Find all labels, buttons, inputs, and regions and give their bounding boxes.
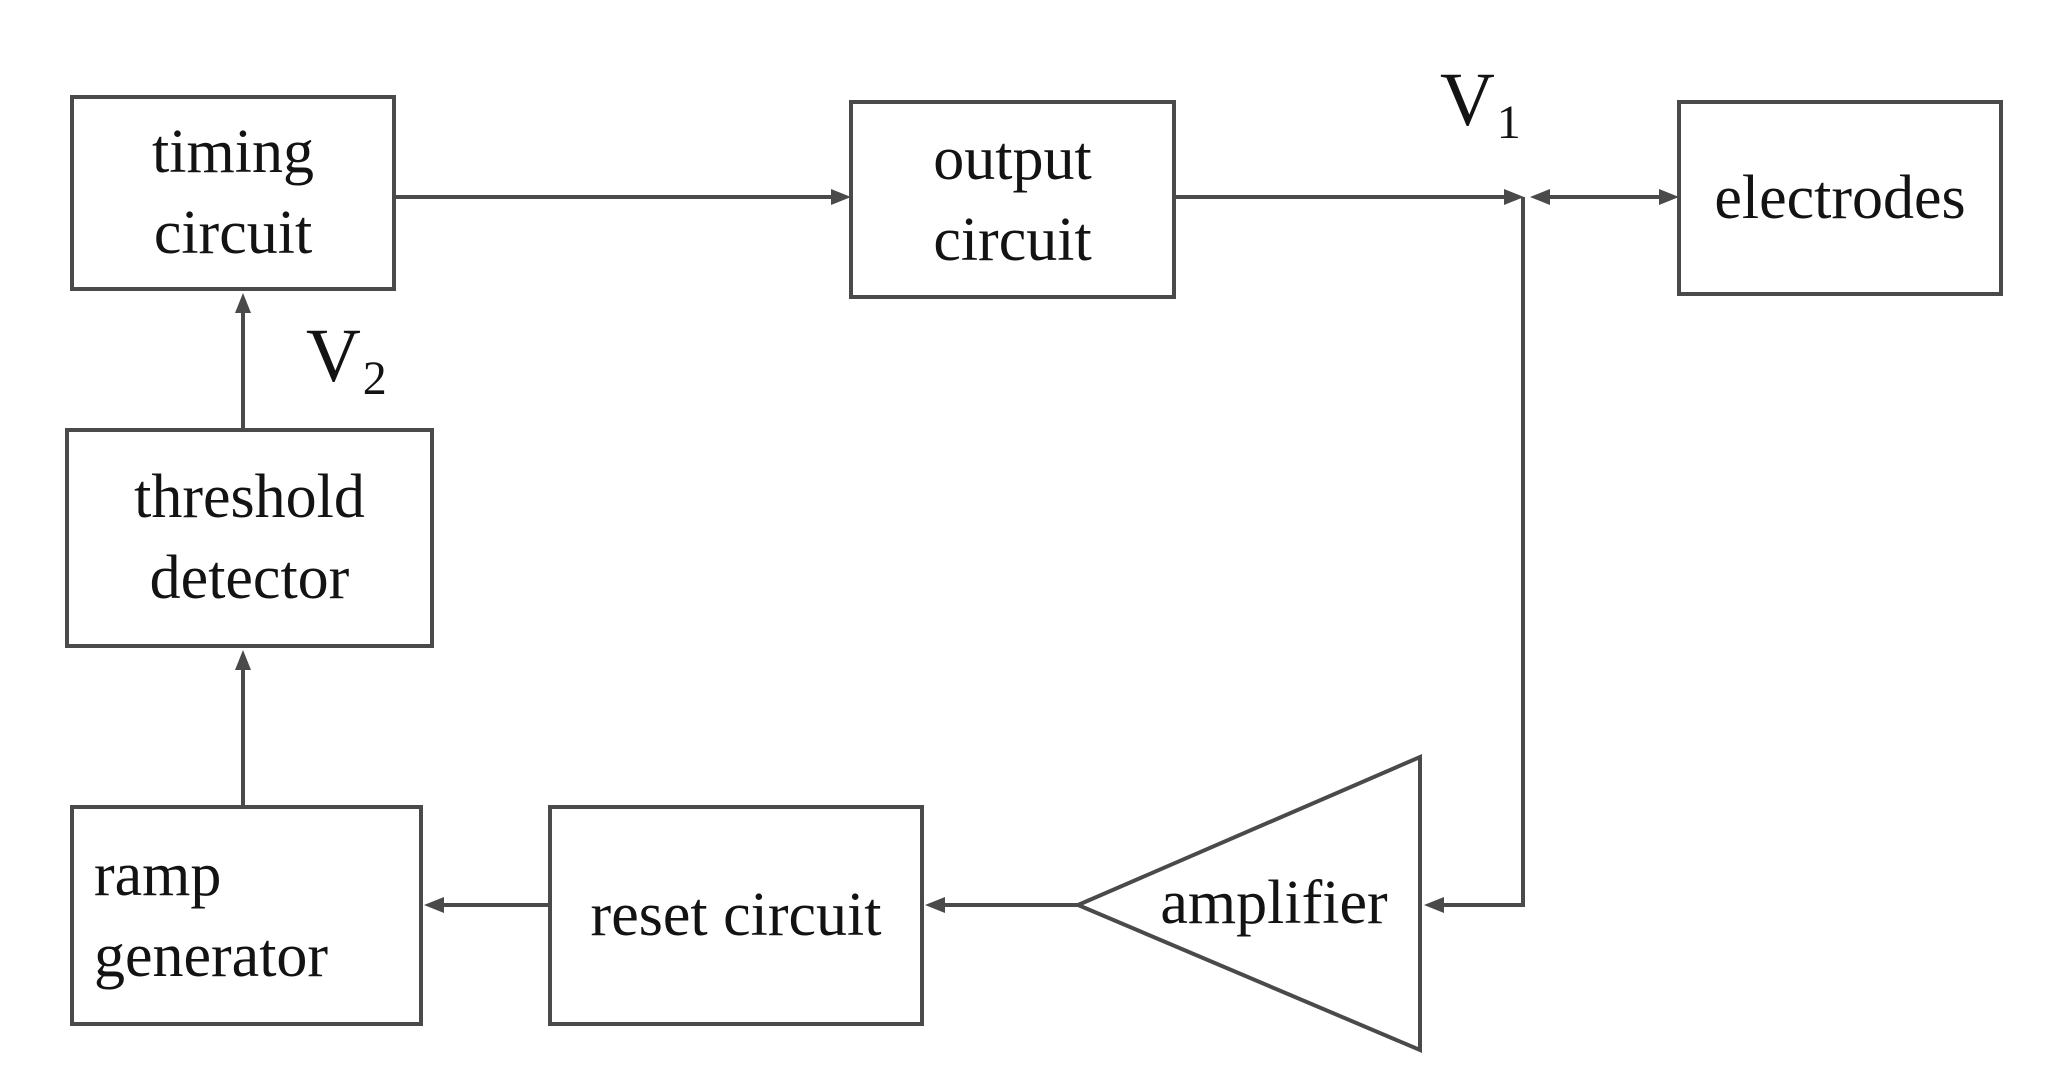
ramp-generator-label-line2: generator	[94, 921, 329, 990]
arrow-timing-to-output-head-icon	[831, 189, 851, 205]
arrow-ramp-to-threshold-line	[241, 668, 245, 805]
arrow-output-to-junction-line	[1176, 195, 1504, 199]
v1-label-subscript: 1	[1496, 96, 1521, 150]
arrow-electrodes-to-junction-head-icon	[1530, 189, 1550, 205]
threshold-detector-box: threshold detector	[65, 428, 434, 648]
arrow-threshold-to-timing-line	[241, 311, 245, 428]
reset-circuit-label: reset circuit	[590, 881, 882, 950]
arrow-amplifier-to-reset-line	[945, 903, 1080, 907]
feedback-line-horizontal	[1444, 903, 1525, 907]
v1-label-base: V	[1440, 58, 1495, 142]
output-circuit-box: output circuit	[849, 100, 1176, 299]
v2-label-subscript: 2	[362, 352, 387, 406]
output-circuit-label-line1: output	[933, 124, 1092, 193]
threshold-detector-label-line2: detector	[149, 544, 350, 612]
electrodes-box: electrodes	[1677, 100, 2003, 296]
arrow-amplifier-to-reset-head-icon	[925, 897, 945, 913]
threshold-detector-label-line1: threshold	[134, 463, 365, 532]
arrow-reset-to-ramp-line	[444, 903, 548, 907]
arrow-threshold-to-timing-head-icon	[235, 293, 251, 313]
timing-circuit-label-line1: timing	[152, 118, 314, 187]
v2-label-base: V	[306, 314, 361, 398]
amplifier-label: amplifier	[1160, 869, 1388, 937]
output-circuit-label-line2: circuit	[933, 205, 1092, 274]
electrodes-label: electrodes	[1714, 163, 1966, 232]
timing-circuit-label-line2: circuit	[153, 199, 313, 267]
v2-label: V2	[306, 318, 387, 403]
timing-circuit-box: timing circuit	[70, 95, 396, 291]
arrow-ramp-to-threshold-head-icon	[235, 650, 251, 670]
ramp-generator-box: ramp generator	[70, 805, 423, 1026]
arrow-output-to-junction-head-icon	[1504, 189, 1524, 205]
amplifier-triangle	[1072, 753, 1422, 1054]
arrow-junction-to-electrodes-head-icon	[1659, 189, 1679, 205]
reset-circuit-box: reset circuit	[548, 805, 924, 1026]
arrow-timing-to-output-line	[396, 195, 831, 199]
v1-label: V1	[1440, 62, 1521, 147]
arrow-into-amplifier-head-icon	[1424, 897, 1444, 913]
ramp-generator-label-line1: ramp	[94, 840, 222, 909]
arrow-reset-to-ramp-head-icon	[424, 897, 444, 913]
arrow-junction-to-electrodes-line	[1550, 195, 1659, 199]
feedback-line-vertical	[1521, 197, 1525, 907]
